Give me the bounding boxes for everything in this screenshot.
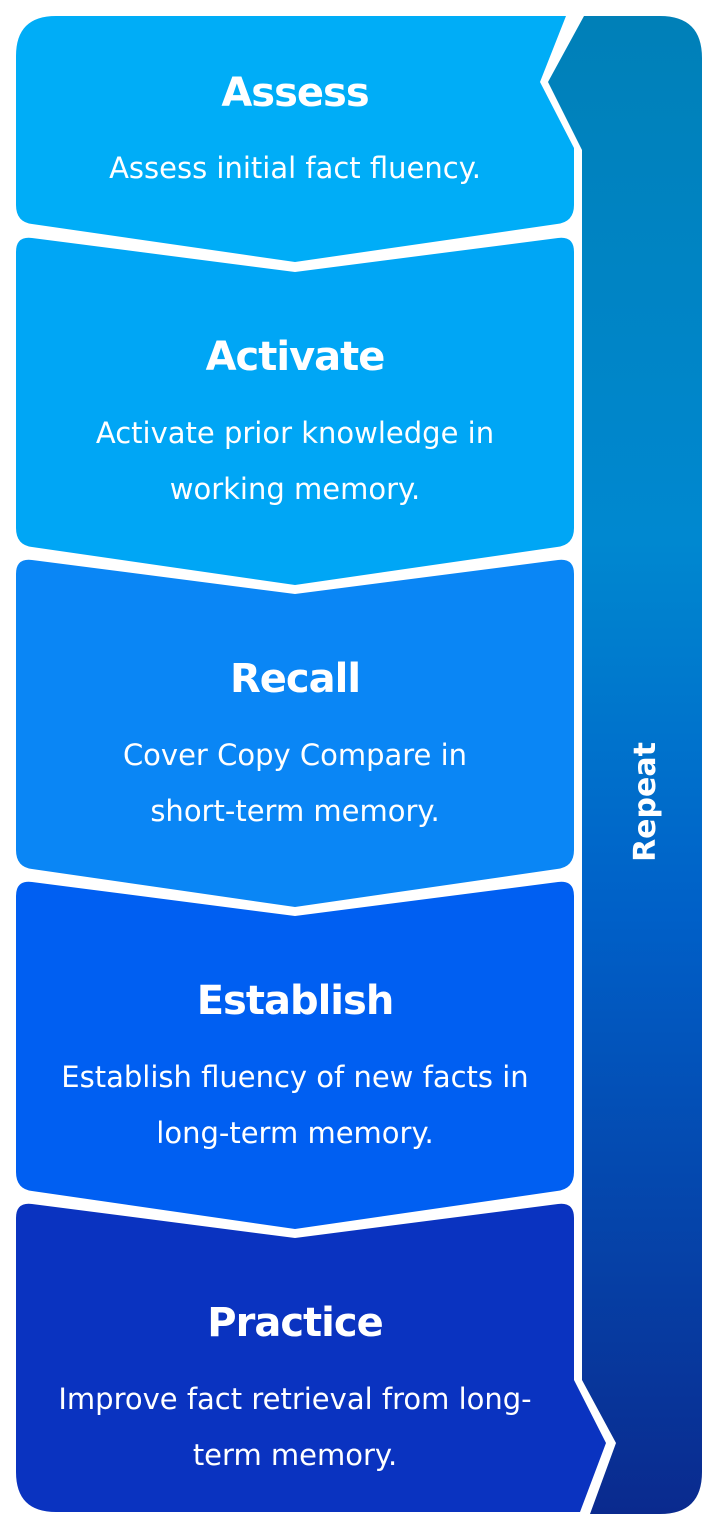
step-title-activate: Activate [205, 334, 386, 380]
repeat-text: Repeat [627, 742, 663, 862]
step-description-activate: Activate prior knowledge in working memo… [95, 416, 495, 506]
step-shape-activate [16, 237, 574, 585]
repeat-label: Repeat [625, 735, 665, 862]
step-shape-assess [16, 16, 574, 262]
step-shape-establish [16, 881, 574, 1229]
step-shape-recall [16, 559, 574, 907]
step-description-practice: Improve fact retrieval from long-term me… [58, 1382, 532, 1472]
step-description-establish: Establish fluency of new facts in long-t… [61, 1060, 529, 1150]
step-title-practice: Practice [207, 1300, 383, 1346]
step-shape-practice [16, 1203, 606, 1512]
step-title-assess: Assess [221, 70, 369, 116]
step-description-recall: Cover Copy Compare in short-term memory. [122, 738, 468, 828]
step-description-assess: Assess initial fact fluency. [109, 151, 481, 185]
step-title-establish: Establish [196, 978, 395, 1024]
repeat-band [548, 16, 702, 1514]
step-title-recall: Recall [229, 656, 361, 702]
